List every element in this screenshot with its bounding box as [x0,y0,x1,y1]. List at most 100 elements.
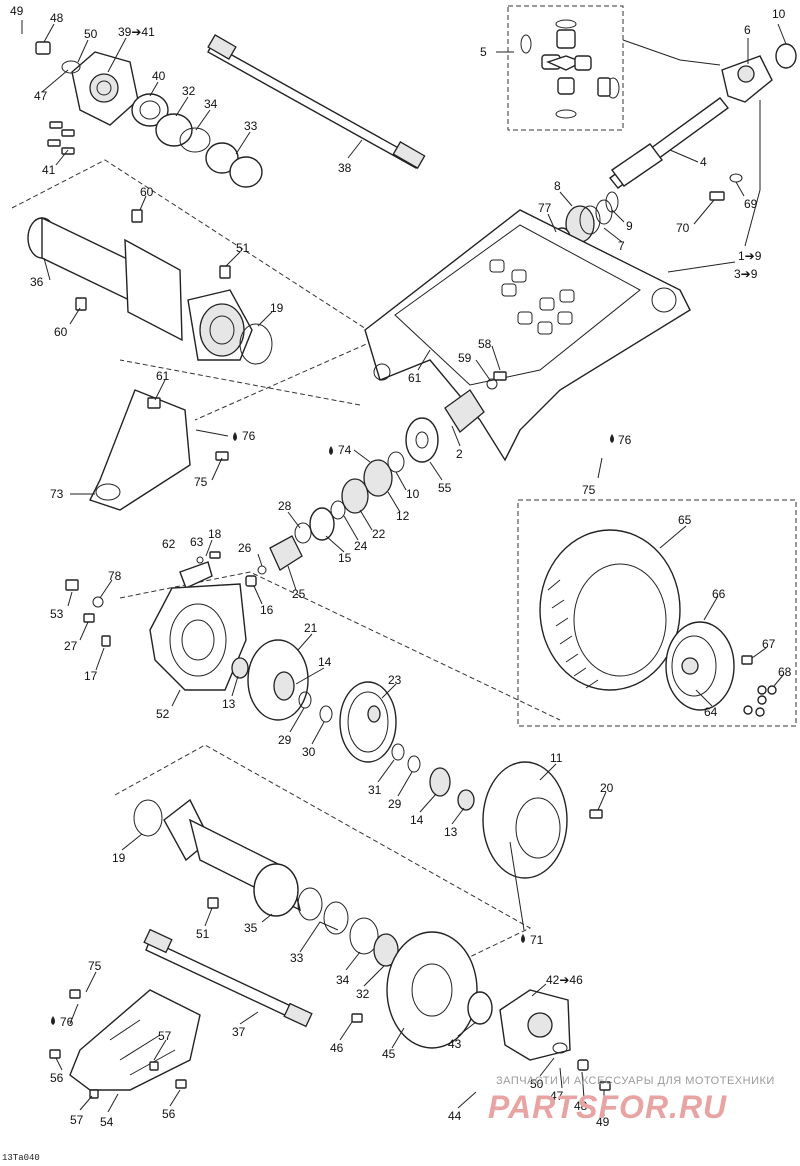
callout-44: 44 [448,1109,462,1123]
callout-57: 57 [158,1029,172,1043]
callout-75: 75 [88,959,102,973]
callout-54: 54 [100,1115,114,1129]
callout-75: 75 [582,483,596,497]
callout-74: 74 [338,443,352,457]
callout-62: 62 [162,537,176,551]
swing-arm-group-link [119,359,361,406]
bushing-and-seal [405,371,507,463]
callout-6: 6 [744,23,751,37]
upper-axle-housing [27,209,273,365]
callout-21: 21 [304,621,318,635]
callout-8: 8 [554,179,561,193]
callout-77: 77 [538,201,552,215]
callout-56: 56 [162,1107,176,1121]
callout-52: 52 [156,707,170,721]
boot-and-seals [553,173,743,249]
callout-7: 7 [618,239,625,253]
diagram-reference-code: 13Ta040 [2,1153,40,1163]
callout-50: 50 [84,27,98,41]
callout-58: 58 [478,337,492,351]
callout-56: 56 [50,1071,64,1085]
bracket-73 [89,389,229,511]
callout-57: 57 [70,1113,84,1127]
pinion-gear [179,535,303,589]
watermark-logo: PARTSFOR.RU [488,1089,727,1125]
skid-plate [49,989,201,1099]
callout-48: 48 [50,11,64,25]
callout-19: 19 [112,851,126,865]
callout-27: 27 [64,639,78,653]
callout-1-9: 1➔9 [738,249,762,263]
callout-53: 53 [50,607,64,621]
callout-78: 78 [108,569,122,583]
callout-2: 2 [456,447,463,461]
callout-38: 38 [338,161,352,175]
callout-14: 14 [410,813,424,827]
callout-47: 47 [34,89,48,103]
callout-36: 36 [30,275,44,289]
wheel-assembly-box [517,499,797,727]
callout-45: 45 [382,1047,396,1061]
callout-29: 29 [388,797,402,811]
callout-51: 51 [236,241,250,255]
callout-46: 46 [330,1041,344,1055]
upper-housing-group-outline [11,159,382,421]
callout-55: 55 [438,481,452,495]
lower-hub [351,989,611,1091]
callout-75: 75 [194,475,208,489]
callout-68: 68 [778,665,792,679]
callout-9: 9 [626,219,633,233]
callout-59: 59 [458,351,472,365]
drop-icon [51,1016,55,1025]
callout-76: 76 [60,1015,74,1029]
final-drive-housing [65,579,249,691]
callout-24: 24 [354,539,368,553]
callout-35: 35 [244,921,258,935]
callout-67: 67 [762,637,776,651]
callout-51: 51 [196,927,210,941]
callout-13: 13 [444,825,458,839]
callout-16: 16 [260,603,274,617]
callout-61: 61 [408,371,422,385]
callout-37: 37 [232,1025,246,1039]
callout-10: 10 [772,7,786,21]
drop-icon [233,432,237,441]
callout-71: 71 [530,933,544,947]
callout-11: 11 [550,751,563,765]
callout-73: 73 [50,487,64,501]
callout-61: 61 [156,369,170,383]
callout-48: 48 [574,1099,588,1113]
callout-69: 69 [744,197,758,211]
callout-33: 33 [244,119,258,133]
callout-76: 76 [242,429,256,443]
callout-60: 60 [54,325,68,339]
callout-42-46: 42➔46 [546,973,583,987]
callout-70: 70 [676,221,690,235]
callout-34: 34 [336,973,350,987]
upper-hub [35,41,263,188]
callout-12: 12 [396,509,410,523]
drop-icon [521,934,525,943]
callout-47: 47 [550,1089,564,1103]
callout-49: 49 [596,1115,610,1129]
callout-29: 29 [278,733,292,747]
callout-14: 14 [318,655,332,669]
callout-49: 49 [10,4,24,18]
callout-22: 22 [372,527,386,541]
callout-33: 33 [290,951,304,965]
callout-18: 18 [208,527,222,541]
ring-gear [339,681,475,811]
callout-4: 4 [700,155,707,169]
callout-3-9: 3➔9 [734,267,758,281]
tire [539,529,681,691]
housing-cover [482,761,603,879]
callout-41: 41 [42,163,56,177]
callout-25: 25 [292,587,306,601]
callout-31: 31 [368,783,382,797]
callout-43: 43 [448,1037,462,1051]
leader-lines [21,20,787,1116]
callout-5: 5 [480,45,487,59]
callout-50: 50 [530,1077,544,1091]
callout-28: 28 [278,499,292,513]
brake-disc [386,931,493,1049]
